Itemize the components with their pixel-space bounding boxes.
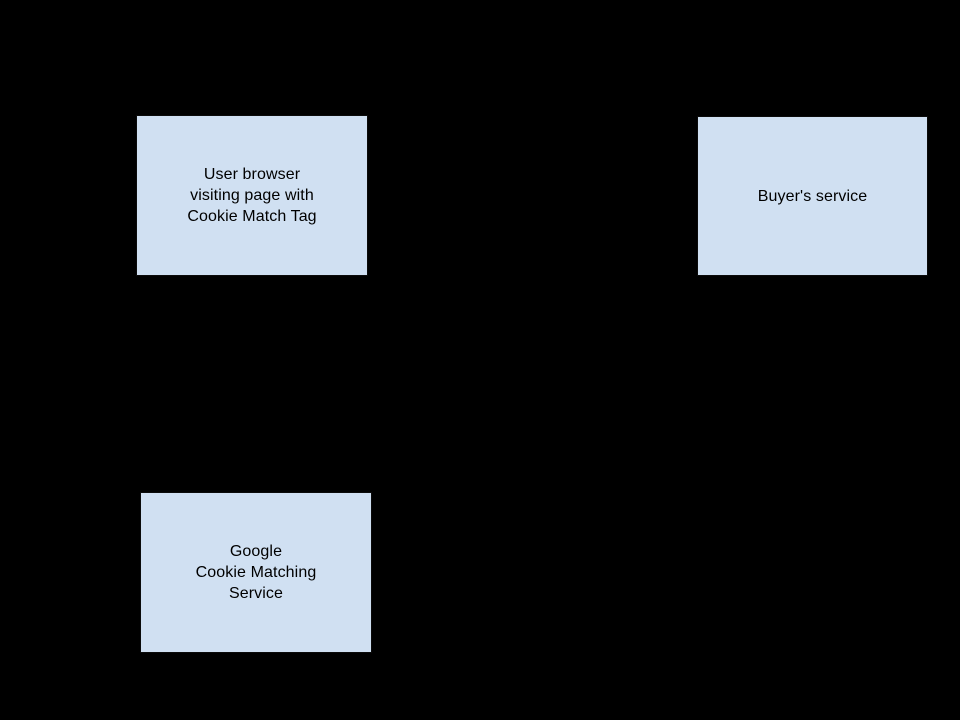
node-user-browser[interactable]: User browser visiting page with Cookie M… [136, 115, 368, 276]
node-buyers-service[interactable]: Buyer's service [697, 116, 928, 276]
edge-user-to-buyer [368, 176, 697, 184]
node-google-cookie-matching-service-label: Google Cookie Matching Service [195, 543, 317, 602]
edge-buyer-to-user [368, 226, 697, 234]
edge-user-to-google [248, 276, 256, 492]
node-buyers-service-label: Buyer's service [757, 187, 868, 205]
node-user-browser-label: User browser visiting page with Cookie M… [187, 166, 317, 225]
node-google-cookie-matching-service[interactable]: Google Cookie Matching Service [140, 492, 372, 653]
